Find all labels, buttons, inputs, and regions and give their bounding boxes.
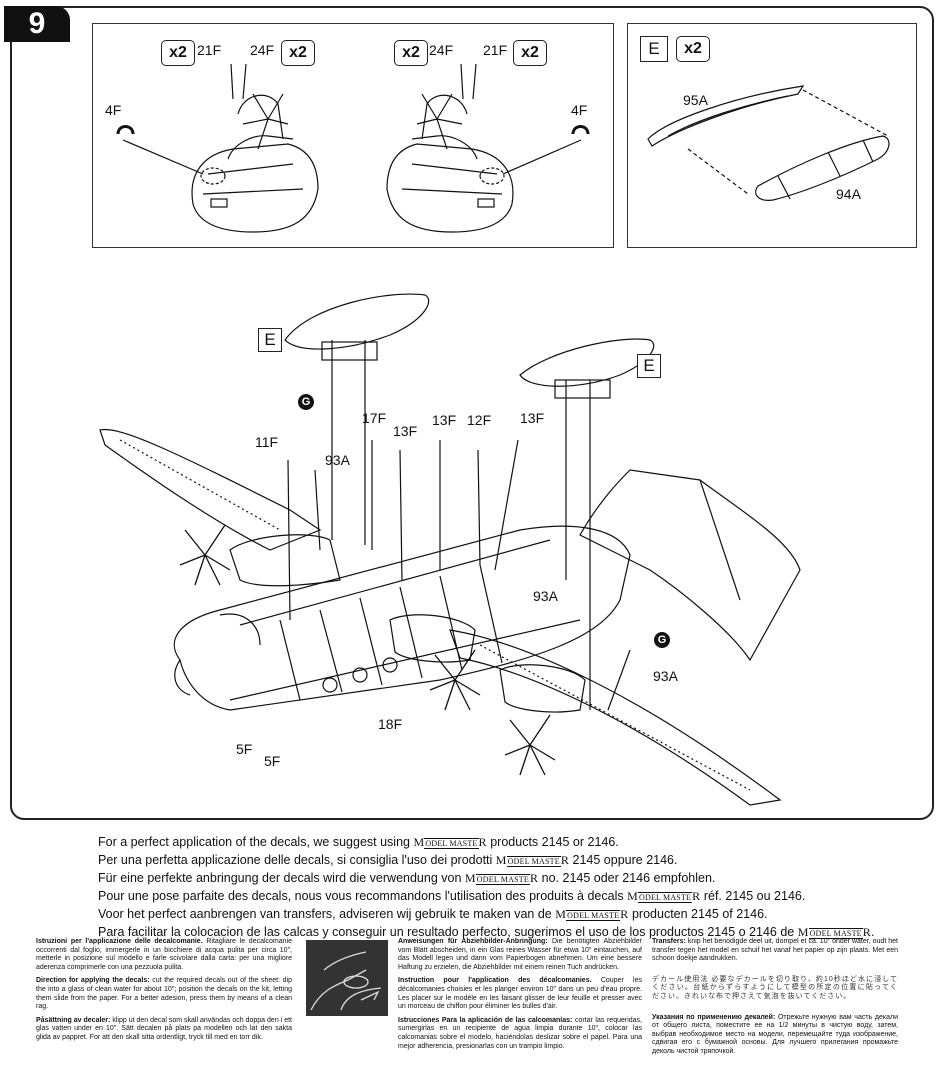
step-frame [10,6,934,820]
part-label-95a: 95A [683,92,708,108]
part-label-17f: 17F [362,410,387,426]
detail-panel-left-nacelle: x2 21F 24F x2 x2 24F 21F x2 4F 4F [92,23,614,248]
part-label-94a: 94A [836,186,861,202]
brand-logo-modelmaster: MODEL MASTER [797,925,871,939]
part-label-5f: 5F [236,741,253,757]
detail-panel-fuel-tank: E x2 95A 94A [627,23,917,248]
multiplier-badge: x2 [676,36,710,62]
part-label-24f: 24F [429,42,454,58]
instruction-es: Istrucciones Para la aplicación de las c… [398,1016,642,1050]
brand-logo-modelmaster: MODEL MASTER [555,907,629,921]
part-label-21f: 21F [483,42,508,58]
multiplier-badge: x2 [161,40,195,66]
recommendation-block: For a perfect application of the decals,… [98,834,918,942]
instruction-de: Anweisungen für Abziehbilder-Anbringung:… [398,938,642,971]
part-label-93a: 93A [533,588,558,604]
marker-g: G [654,632,670,648]
brand-logo-modelmaster: MODEL MASTER [413,835,487,849]
instruction-ru: Указания по применению декалей: Отрежьте… [652,1013,898,1055]
box-label-e: E [258,328,282,352]
instructions-column-2: Anweisungen für Abziehbilder-Anbringung:… [398,938,642,1056]
recommendation-fr: Pour une pose parfaite des decals, nous … [98,889,806,903]
decal-hands-illustration [306,940,388,1016]
part-label-93a: 93A [653,668,678,684]
recommendation-en: For a perfect application of the decals,… [98,835,619,849]
instructions-column-1: Istruzioni per l'applicazione delle deca… [36,938,292,1048]
brand-logo-modelmaster: MODEL MASTER [627,889,701,903]
aircraft-main-drawing [99,293,801,806]
hands-icon [310,951,382,1011]
part-label-93a: 93A [325,452,350,468]
marker-g: G [298,394,314,410]
step-number-badge: 9 [4,6,70,42]
part-label-5f: 5F [264,753,281,769]
nacelle-drawing-left [191,93,319,233]
instruction-nl: Transfers: knip het benodigde deel uit, … [652,938,898,963]
instruction-sv: Påsättning av decaler: klipp ut den deca… [36,1016,292,1041]
part-label-13f: 13F [520,410,545,426]
part-label-18f: 18F [378,716,403,732]
recommendation-it: Per una perfetta applicazione delle deca… [98,853,678,867]
brand-logo-modelmaster: MODEL MASTER [464,871,539,885]
part-label-4f: 4F [571,102,588,118]
box-label-e: E [637,354,661,378]
recommendation-es: Para facilitar la colocacion de las calc… [98,925,875,939]
instruction-fr: Instruction pour l'application des décal… [398,977,642,1011]
multiplier-badge: x2 [394,40,428,66]
multiplier-badge: x2 [281,40,315,66]
multiplier-badge: x2 [513,40,547,66]
instruction-en: Direction for applying the decals: cut t… [36,977,292,1011]
part-label-24f: 24F [250,42,275,58]
recommendation-de: Für eine perfekte anbringung der decals … [98,871,716,885]
part-label-13f: 13F [432,412,457,428]
instructions-column-3: Transfers: knip het benodigde deel uit, … [652,938,898,1062]
instruction-it: Istruzioni per l'applicazione delle deca… [36,938,292,971]
instruction-ja: デカール使用法 必要なデカールを切り取り、約10秒ほど水に浸してください。台紙か… [652,975,898,1000]
part-label-13f: 13F [393,423,418,439]
propeller [179,524,556,776]
recommendation-nl: Voor het perfect aanbrengen van transfer… [98,907,768,921]
part-label-4f: 4F [105,102,122,118]
part-label-21f: 21F [197,42,222,58]
nacelle-drawing-right [386,93,514,233]
step-number: 9 [28,7,46,40]
fuel-tank-drawing [647,85,890,201]
nacelle-detail-drawings [116,63,590,233]
part-label-12f: 12F [467,412,492,428]
box-label-e: E [640,36,668,62]
part-label-11f: 11F [255,434,279,450]
brand-logo-modelmaster: MODEL MASTER [495,853,570,867]
